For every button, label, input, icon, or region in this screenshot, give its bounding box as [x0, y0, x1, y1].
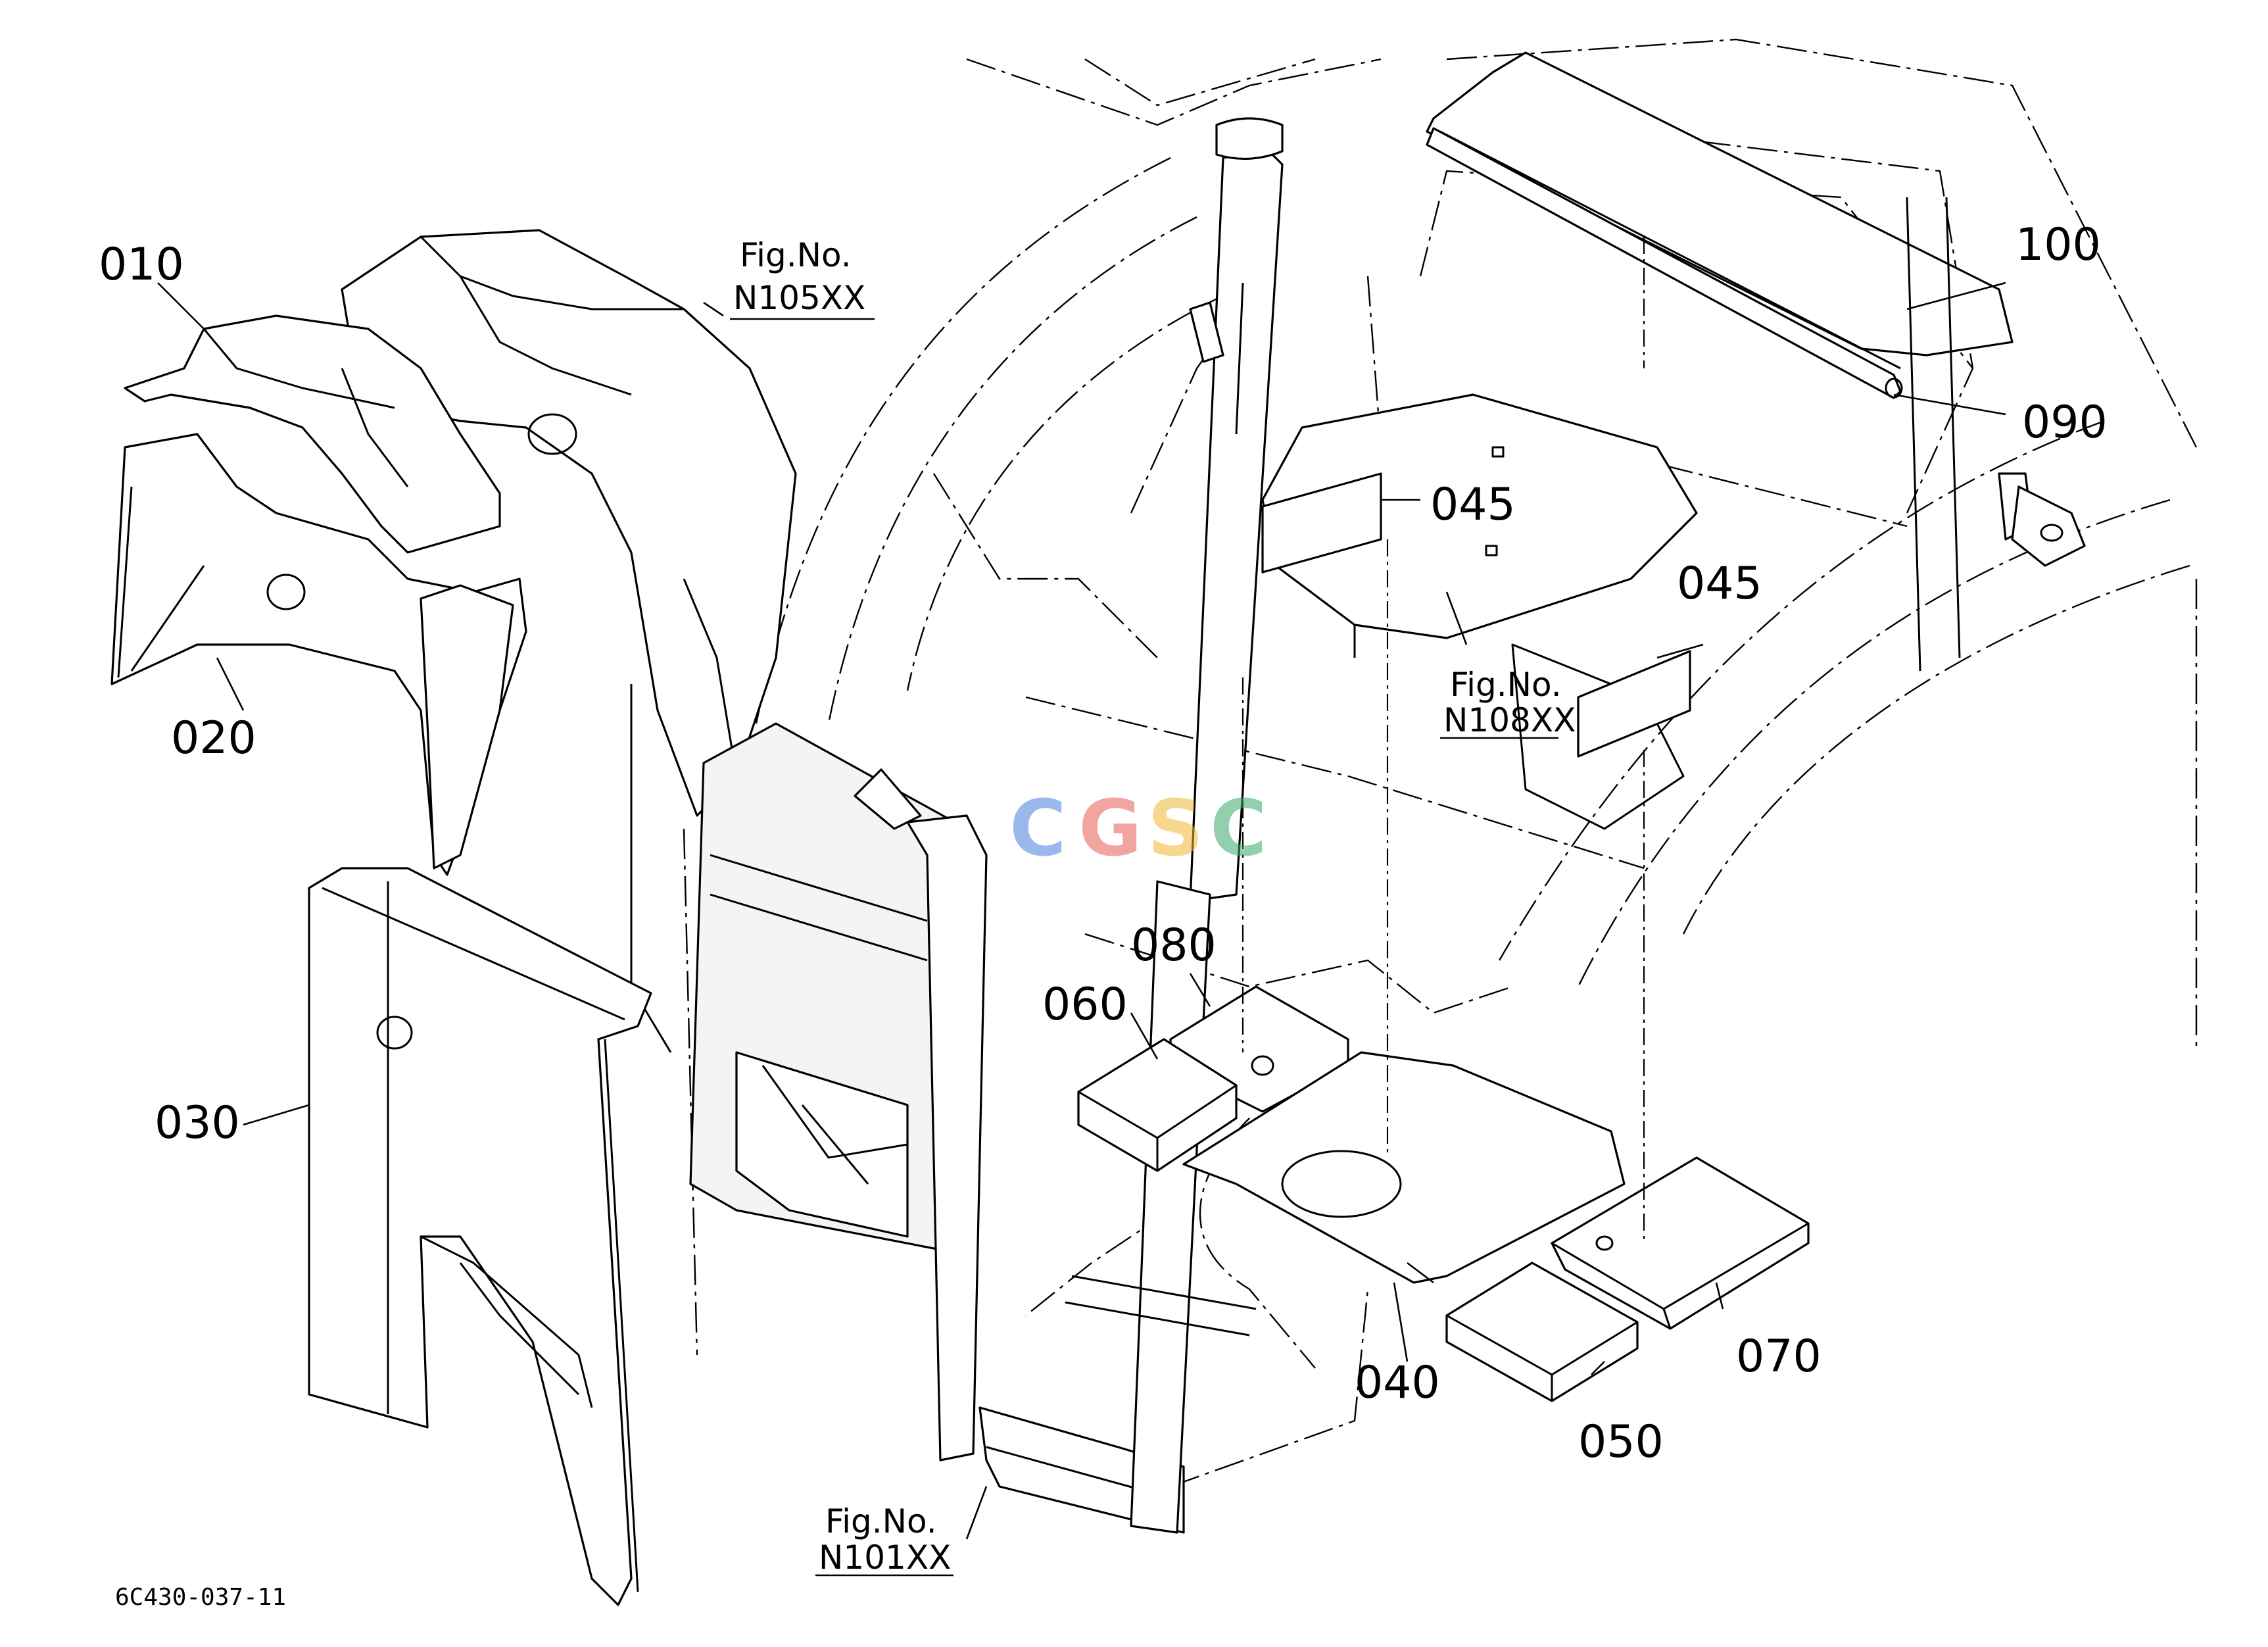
part-070-mat [1551, 1156, 1810, 1330]
part-100-trim-strip [1426, 51, 2014, 383]
drawing-code: 6C430-037-11 [115, 1584, 286, 1611]
part-050-mat [1445, 1262, 1639, 1402]
rear-right-post [1906, 197, 2086, 672]
fig-ref-n108-line2: N108XX [1443, 701, 1576, 739]
watermark-letter-s: S [1147, 783, 1203, 873]
figure-ref-n105xx: Fig.No. N105XX [733, 236, 865, 317]
label-010: 010 [99, 239, 184, 291]
fig-ref-n105-line2: N105XX [733, 279, 865, 317]
watermark-letter-c2: C [1210, 783, 1267, 873]
fig-ref-n105-line1: Fig.No. [740, 236, 852, 274]
label-045-lower: 045 [1677, 558, 1762, 610]
part-030-front-shield [308, 867, 652, 1606]
console-frame [689, 722, 988, 1462]
label-100: 100 [2015, 219, 2101, 271]
label-090: 090 [2022, 397, 2108, 449]
fig-ref-n101-line2: N101XX [819, 1538, 951, 1577]
assembly-lines [1242, 237, 1645, 1243]
figure-ref-n101xx: Fig.No. N101XX [819, 1502, 951, 1577]
part-045-pad-upper [1261, 472, 1382, 574]
left-fender-body [341, 229, 797, 1053]
figure-ref-n108xx: Fig.No. N108XX [1443, 666, 1576, 739]
cab-pillar [1189, 117, 1284, 902]
label-050: 050 [1578, 1416, 1664, 1468]
part-020-side-panel [110, 433, 527, 876]
label-030: 030 [155, 1097, 240, 1149]
label-060: 060 [1042, 979, 1128, 1031]
cab-frame-phantom [683, 38, 2198, 1514]
label-020: 020 [171, 712, 256, 764]
watermark-letter-c1: C [1009, 783, 1067, 873]
rear-floor-plate [1261, 393, 1698, 830]
label-040: 040 [1355, 1357, 1440, 1409]
watermark-logo: C G S C [1009, 783, 1267, 873]
part-labels: 010 020 030 040 045 045 050 060 070 080 … [99, 219, 2108, 1468]
part-010-fender-top [124, 314, 501, 554]
leader-lines [157, 282, 2006, 1577]
part-040-floor-mat [1182, 1051, 1626, 1284]
fig-ref-n101-line1: Fig.No. [825, 1502, 937, 1540]
fig-ref-n108-line1: Fig.No. [1450, 666, 1562, 704]
watermark-letter-g: G [1078, 783, 1142, 873]
label-080: 080 [1131, 920, 1217, 971]
label-045-upper: 045 [1430, 479, 1516, 531]
part-045-pad-lower [1577, 650, 1691, 758]
label-070: 070 [1736, 1331, 1822, 1383]
part-060-mat [1077, 1038, 1238, 1172]
